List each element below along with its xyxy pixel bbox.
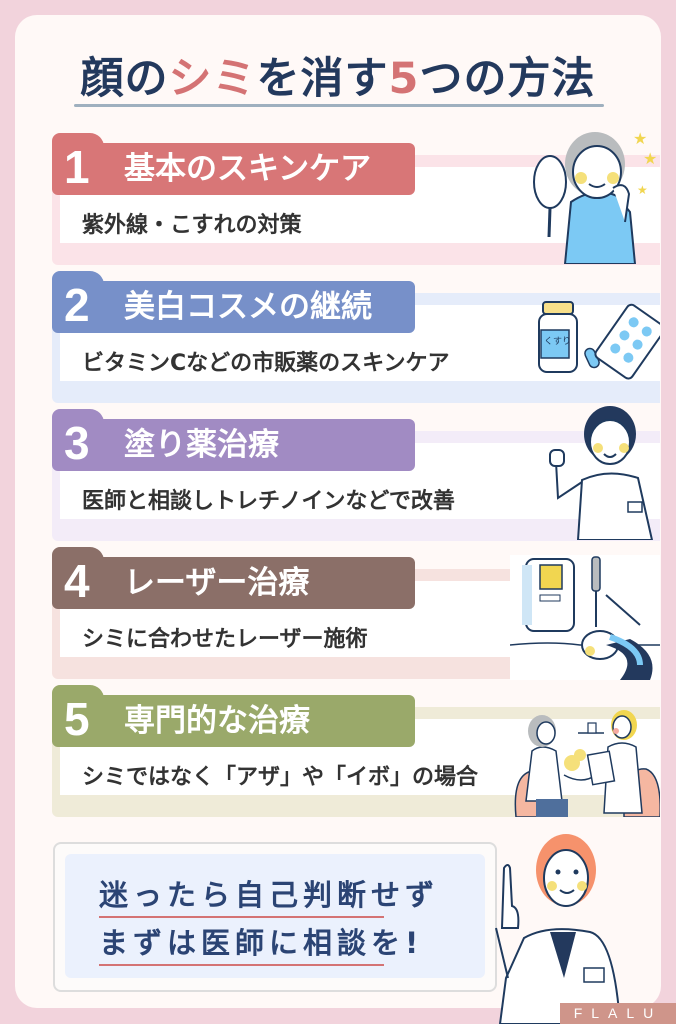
item-description: 医師と相談しトレチノインなどで改善 [82, 489, 455, 514]
advice-underline-1 [99, 916, 384, 918]
advice-line-2: まずは医師に相談を! [99, 926, 424, 960]
item-header: 3 塗り薬治療 [52, 417, 415, 471]
item-heading: 塗り薬治療 [124, 427, 279, 463]
item-description: シミではなく「アザ」や「イボ」の場合 [82, 765, 479, 790]
method-item-2: 2 美白コスメの継続 ビタミンCなどの市販薬のスキンケア [52, 271, 660, 403]
page-title: 顔のシミを消す5つの方法 [0, 44, 676, 106]
item-number: 4 [64, 555, 90, 607]
item-header: 1 基本のスキンケア [52, 141, 415, 195]
advice-callout: 迷ったら自己判断せず まずは医師に相談を! [53, 842, 497, 992]
item-heading: 美白コスメの継続 [124, 289, 372, 325]
item-heading: 基本のスキンケア [124, 151, 372, 187]
item-heading: 専門的な治療 [124, 703, 310, 739]
title-part-3: つの方法 [419, 54, 596, 104]
nurse-cheering-icon [549, 406, 654, 540]
flalu-logo: FLALU [560, 1003, 676, 1024]
item-header: 4 レーザー治療 [52, 555, 415, 609]
item-heading: レーザー治療 [124, 565, 310, 601]
svg-text:★: ★ [643, 149, 657, 168]
title-underline [74, 104, 604, 107]
item-description: ビタミンCなどの市販薬のスキンケア [82, 351, 450, 376]
doctor-consultation-icon [514, 710, 660, 817]
method-item-5: 5 専門的な治療 シミではなく「アザ」や「イボ」の場合 [52, 685, 660, 817]
item-header: 2 美白コスメの継続 [52, 279, 415, 333]
svg-text:★: ★ [633, 129, 647, 148]
svg-text:くすり: くすり [544, 336, 571, 347]
title-accent-number: 5 [388, 54, 420, 104]
advice-line-1: 迷ったら自己判断せず [99, 878, 440, 912]
item-number: 2 [64, 279, 90, 331]
woman-with-mirror-icon: ★ ★ ★ [533, 129, 657, 264]
advice-callout-inner: 迷ったら自己判断せず まずは医師に相談を! [65, 854, 485, 978]
item-number: 1 [64, 141, 90, 193]
item-number: 3 [64, 417, 90, 469]
title-part-1: 顔の [80, 54, 169, 104]
doctor-pointing-up-icon [495, 834, 622, 1024]
item-description: 紫外線・こすれの対策 [82, 213, 302, 238]
svg-text:★: ★ [637, 183, 648, 197]
title-accent-shimi: シミ [168, 54, 257, 104]
advice-underline-2 [99, 964, 384, 966]
item-header: 5 専門的な治療 [52, 693, 415, 747]
medicine-bottle-and-pills-icon: くすり [538, 301, 660, 380]
item-description: シミに合わせたレーザー施術 [82, 627, 368, 652]
item-number: 5 [64, 693, 90, 745]
laser-treatment-icon [510, 555, 660, 680]
title-part-2: を消す [256, 54, 389, 104]
